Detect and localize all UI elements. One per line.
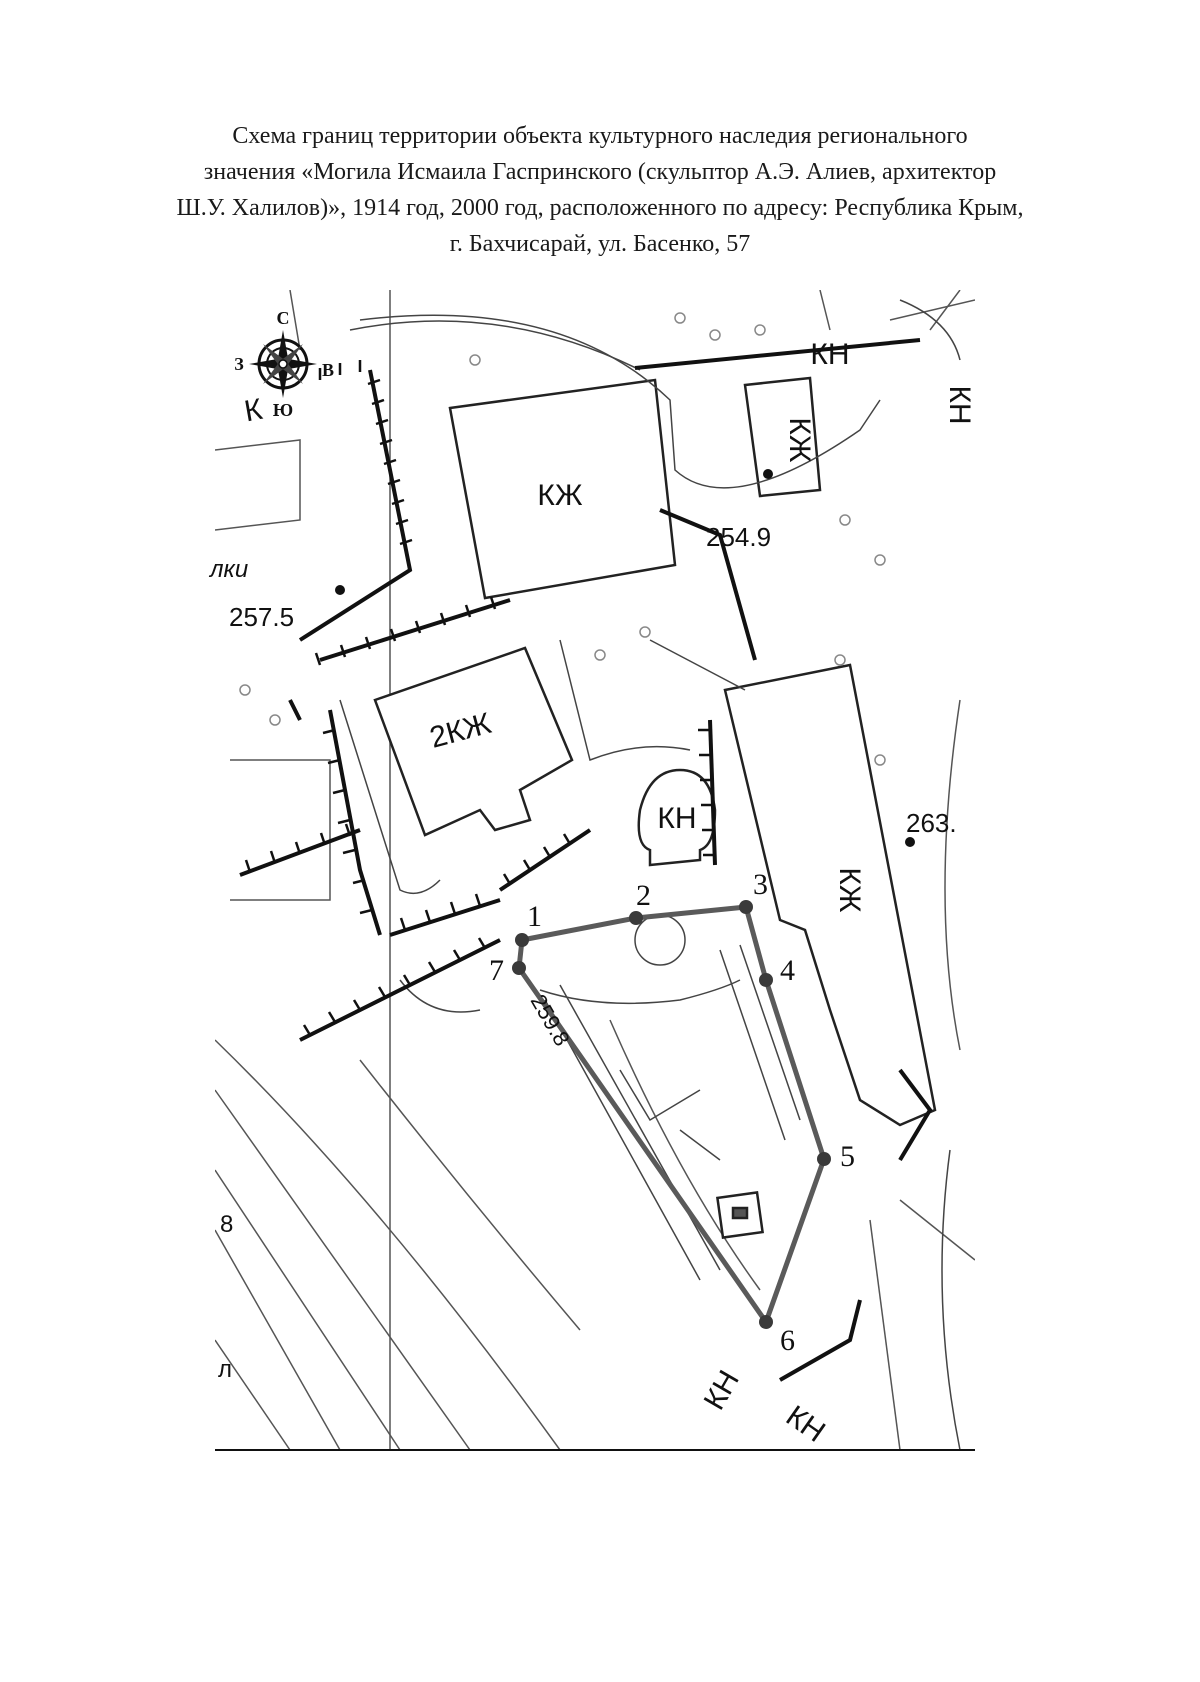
compass-north: С xyxy=(277,308,290,328)
label-kn-top: КН xyxy=(810,338,849,371)
elevation-257-5: 257.5 xyxy=(229,602,294,632)
point-label-6: 6 xyxy=(780,1324,795,1357)
hatch-ticks xyxy=(244,360,715,1036)
vertex-5 xyxy=(817,1152,831,1166)
point-label-7: 7 xyxy=(489,954,504,987)
edge-fragment-left-mid: 8 xyxy=(220,1211,233,1238)
title-line-3: Ш.У. Халилов)», 1914 год, 2000 год, расп… xyxy=(176,195,1024,221)
street-fragment: лки xyxy=(208,556,248,583)
vertex-6 xyxy=(759,1315,773,1329)
building-kzh-2 xyxy=(373,646,574,837)
title-line-4: г. Бахчисарай, ул. Басенко, 57 xyxy=(449,231,751,257)
point-label-3: 3 xyxy=(753,868,768,901)
buildings xyxy=(373,376,937,1240)
elevation-263: 263. xyxy=(906,808,957,838)
compass-south: Ю xyxy=(273,400,293,420)
point-label-4: 4 xyxy=(780,954,795,987)
label-kzh-main: КЖ xyxy=(537,479,582,512)
label-kn-right: КН xyxy=(943,385,976,424)
scheme-title: Схема границ территории объекта культурн… xyxy=(60,118,1140,262)
label-k-left: К xyxy=(242,393,265,429)
label-kn-bottom-right: КН xyxy=(780,1399,831,1448)
compass-rose: С Ю З В xyxy=(234,308,334,420)
boundary-vertices xyxy=(512,900,831,1329)
yard-outlines xyxy=(339,299,961,1450)
vertex-1 xyxy=(515,933,529,947)
building-kzh-small xyxy=(743,376,822,498)
boundary-point-labels: 1 2 3 4 5 6 7 xyxy=(489,868,855,1357)
point-label-2: 2 xyxy=(636,879,651,912)
compass-east: В xyxy=(322,360,334,380)
title-line-1: Схема границ территории объекта культурн… xyxy=(232,123,968,149)
point-label-5: 5 xyxy=(840,1140,855,1173)
background-lines xyxy=(215,290,975,1450)
tree-markers xyxy=(239,312,886,766)
building-kzh-main xyxy=(448,378,677,600)
vertex-2 xyxy=(629,911,643,925)
label-kn-bottom: КН xyxy=(698,1365,746,1415)
building-kzh-long xyxy=(723,663,937,1127)
map-fragments: лки 8 л xyxy=(208,556,248,1383)
compass-west: З xyxy=(234,354,244,374)
vertex-7 xyxy=(512,961,526,975)
point-label-1: 1 xyxy=(527,900,542,933)
elevation-254-9: 254.9 xyxy=(706,522,771,552)
road-edges xyxy=(239,338,933,1382)
boundary-polygon xyxy=(516,904,827,1325)
label-kn-round: КН xyxy=(657,802,696,835)
vertex-3 xyxy=(739,900,753,914)
label-kzh-small: КЖ xyxy=(783,417,816,462)
title-line-2: значения «Могила Исмаила Гаспринского (с… xyxy=(203,159,997,185)
edge-fragment-left-bottom: л xyxy=(218,1356,232,1383)
vertex-4 xyxy=(759,973,773,987)
elevation-dots xyxy=(335,469,915,847)
label-kzh-long: КЖ xyxy=(833,867,866,912)
